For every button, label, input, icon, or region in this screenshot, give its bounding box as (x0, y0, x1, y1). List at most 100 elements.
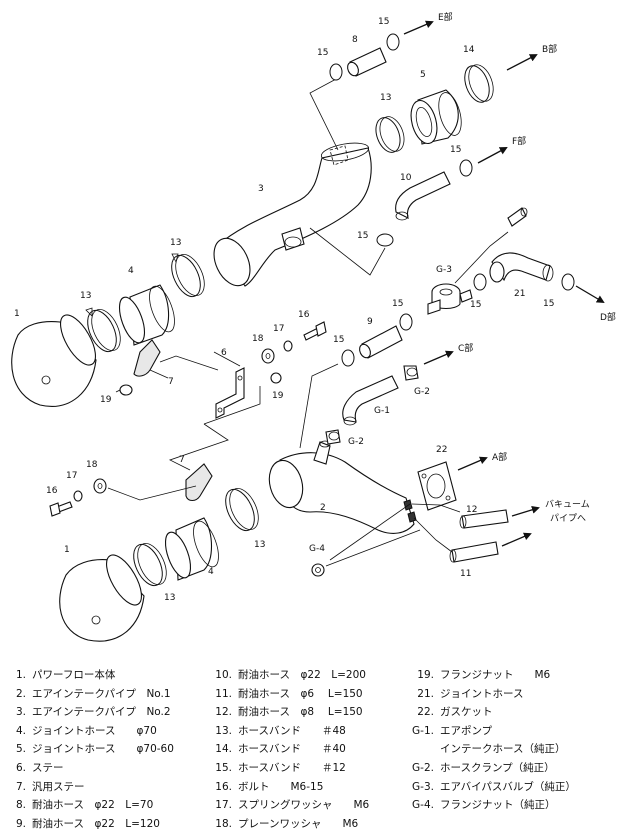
legend-number: G-4. (412, 799, 434, 812)
legend-row: 18. プレーンワッシャ M6 (210, 815, 369, 833)
legend-row: 1.パワーフロー本体 (10, 666, 174, 685)
callout-15-b: 15 (378, 17, 389, 27)
legend-text: スプリングワッシャ M6 (238, 799, 370, 812)
callout-11: 11 (460, 569, 471, 579)
callout-7-top: 7 (168, 377, 174, 387)
legend-number: G-1. (412, 724, 434, 737)
legend-number: 19. (417, 669, 434, 681)
callout-g2-lower: G-2 (348, 437, 364, 447)
part-g4-flange-nut (311, 563, 325, 577)
callout-8: 8 (352, 35, 358, 45)
legend-column-2: 10. 耐油ホース φ22 L=200 11. 耐油ホース φ6 L=150 12. 耐油… (210, 666, 369, 833)
legend-text: 耐油ホース φ8 L=150 (238, 706, 363, 719)
part-15-clamp-h (399, 313, 413, 331)
section-c-label: C部 (458, 342, 473, 354)
legend-number: 5. (15, 743, 26, 756)
callout-16-top: 16 (298, 310, 310, 320)
legend-text: エアインテークパイプ No.2 (32, 706, 171, 719)
legend-text: ステー (32, 761, 64, 774)
legend-number: G-2. (412, 761, 434, 774)
legend-number: 22. (417, 706, 434, 719)
legend-number: 15. (215, 761, 232, 774)
legend-number: 21. (417, 687, 434, 700)
part-17-spring-washer-top (283, 340, 293, 352)
part-g2-hose-clamp-upper (403, 365, 419, 381)
legend-number: 4. (15, 724, 26, 737)
part-11-oil-hose (449, 541, 499, 563)
legend-text: 耐油ホース φ6 L=150 (238, 687, 363, 700)
legend-text: ジョイントホース φ70 (32, 724, 157, 737)
callout-17-top: 17 (273, 324, 284, 334)
legend-text: エアポンプ (440, 724, 493, 737)
part-1-power-flow-bottom (59, 554, 145, 642)
callout-12: 12 (466, 505, 477, 515)
callout-6: 6 (221, 348, 227, 358)
legend-number: 18. (215, 817, 232, 830)
legend-text: ボルト M6-15 (238, 780, 324, 793)
part-15-clamp-b (386, 33, 400, 51)
legend-row: G-4.フランジナット（純正） (408, 796, 576, 815)
legend-number: 2. (15, 687, 26, 700)
legend-number: 17. (215, 799, 232, 812)
callout-15-a: 15 (317, 48, 328, 58)
part-15-clamp-f (561, 273, 575, 291)
callout-g4: G-4 (309, 544, 325, 554)
legend-number: 13. (215, 724, 232, 737)
part-15-clamp-g (341, 349, 355, 367)
callout-18-bottom: 18 (86, 460, 98, 470)
part-19-flange-nut-top-left (115, 384, 133, 396)
callout-5: 5 (420, 70, 426, 80)
part-3-intake-pipe-no2 (213, 142, 372, 287)
legend-text: フランジナット M6 (440, 669, 551, 681)
part-15-clamp-c (459, 159, 473, 177)
callout-1-bottom: 1 (64, 545, 70, 555)
legend-row: G-1. エアポンプ (408, 722, 576, 741)
legend-row: 15.ホースバンド ＃12 (210, 759, 369, 778)
legend-row: 2.エアインテークパイプ No.1 (10, 685, 174, 704)
legend-row: 7.汎用ステー (10, 778, 174, 797)
callout-15-g: 15 (333, 335, 344, 345)
legend-row: 12. 耐油ホース φ8 L=150 (210, 703, 369, 722)
legend-number: 9. (15, 817, 26, 830)
part-17-spring-washer-bottom (73, 490, 83, 502)
callout-19-bottom-left: 19 (100, 395, 112, 405)
legend-text: プレーンワッシャ M6 (238, 817, 359, 830)
legend-number: 11. (215, 687, 232, 700)
legend-number: 12. (215, 706, 232, 719)
legend-text: インテークホース（純正） (440, 743, 566, 756)
legend-text: ホースクランプ（純正） (440, 761, 555, 774)
callout-3: 3 (258, 184, 264, 194)
legend-row: 13.ホースバンド ＃48 (210, 722, 369, 741)
legend-number: 6. (15, 761, 26, 774)
callout-g1: G-1 (374, 406, 390, 416)
part-9-oil-hose (359, 325, 403, 359)
callout-13-b: 13 (170, 238, 181, 248)
callout-15-c: 15 (450, 145, 461, 155)
part-13-clamp-c (375, 116, 405, 153)
legend-row: 21.ジョイントホース (408, 685, 576, 704)
part-13-clamp-a (85, 307, 121, 353)
callout-13-d: 13 (254, 540, 265, 550)
legend-text: 汎用ステー (32, 780, 85, 793)
legend-row: インテークホース（純正） (408, 740, 576, 759)
part-g2-hose-clamp-lower (325, 429, 341, 445)
part-15-clamp-e (473, 273, 487, 291)
part-15-clamp-d (376, 233, 394, 247)
legend-row: 6. ステー (10, 759, 174, 778)
legend-number: 10. (215, 669, 232, 681)
legend-column-3: 19. フランジナット M6 21.ジョイントホース 22. ガスケット G-1. エアポン… (408, 666, 576, 815)
part-8-oil-hose (347, 47, 387, 77)
legend-text: 耐油ホース φ22 L=200 (238, 669, 366, 681)
callout-15-f: 15 (543, 299, 554, 309)
legend-number: 8. (15, 799, 26, 812)
part-12-oil-hose (459, 509, 509, 529)
part-g3-air-bypass-valve (427, 283, 473, 315)
callout-13-a: 13 (80, 291, 91, 301)
legend-text: ガスケット (440, 706, 493, 719)
part-4-joint-hose-bottom (164, 517, 219, 581)
callout-15-e: 15 (470, 300, 481, 310)
legend-row: 22. ガスケット (408, 703, 576, 722)
part-7-universal-stay-top (133, 339, 169, 379)
legend-number: 14. (215, 743, 232, 756)
